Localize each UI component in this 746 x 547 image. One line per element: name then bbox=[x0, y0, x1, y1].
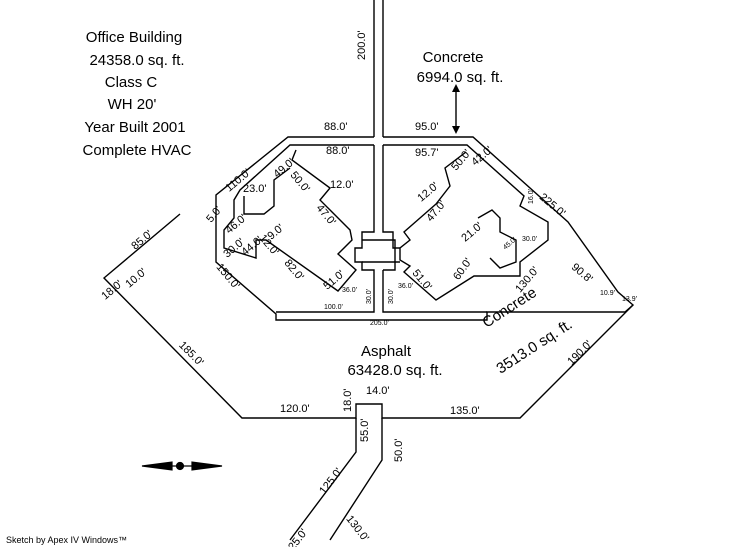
dim-30-left-b: 30.0' bbox=[366, 289, 373, 304]
dim-18-south: 18.0' bbox=[342, 388, 354, 412]
office-building-left-wing bbox=[223, 144, 374, 292]
dim-205: 205.0' bbox=[370, 320, 389, 327]
office-building-right-wing bbox=[383, 144, 549, 301]
dim-50-south: 50.0' bbox=[393, 438, 405, 462]
dim-88-outer: 88.0' bbox=[324, 121, 348, 133]
office-wall-height: WH 20' bbox=[107, 96, 157, 113]
asphalt-lot-outline bbox=[102, 213, 634, 419]
dim-16: 16.0' bbox=[528, 189, 535, 204]
asphalt-name: Asphalt bbox=[360, 343, 412, 360]
dim-36-left: 36.0' bbox=[342, 287, 357, 294]
dim-95-outer: 95.0' bbox=[415, 121, 439, 133]
office-year-built: Year Built 2001 bbox=[84, 119, 186, 136]
office-class: Class C bbox=[104, 74, 158, 91]
office-hvac: Complete HVAC bbox=[82, 142, 192, 159]
dim-12-left: 12.0' bbox=[330, 179, 354, 191]
north-driveway bbox=[373, 0, 384, 137]
dim-200: 200.0' bbox=[356, 30, 368, 60]
dim-13-9: 13.9' bbox=[622, 296, 637, 303]
south-driveway bbox=[289, 418, 383, 541]
dim-55: 55.0' bbox=[359, 418, 371, 442]
dim-10-9: 10.9' bbox=[600, 290, 615, 297]
dim-30-right: 30.0' bbox=[388, 289, 395, 304]
dim-23: 23.0' bbox=[243, 183, 267, 195]
dim-30-right-b: 30.0' bbox=[522, 236, 537, 243]
dim-95-7: 95.7' bbox=[415, 147, 439, 159]
dim-36-right: 36.0' bbox=[398, 283, 413, 290]
dim-120: 120.0' bbox=[280, 403, 310, 415]
dim-14: 14.0' bbox=[366, 385, 390, 397]
concrete-north-name: Concrete bbox=[422, 49, 484, 66]
dim-135: 135.0' bbox=[450, 405, 480, 417]
sketch-footer: Sketch by Apex IV Windows™ bbox=[6, 535, 128, 545]
dim-100: 100.0' bbox=[324, 304, 343, 311]
office-area: 24358.0 sq. ft. bbox=[89, 52, 185, 69]
concrete-north-area: 6994.0 sq. ft. bbox=[416, 69, 504, 86]
compass-icon bbox=[141, 461, 223, 471]
dim-88-inner: 88.0' bbox=[326, 145, 350, 157]
asphalt-area: 63428.0 sq. ft. bbox=[347, 362, 443, 379]
office-name: Office Building bbox=[85, 29, 183, 46]
